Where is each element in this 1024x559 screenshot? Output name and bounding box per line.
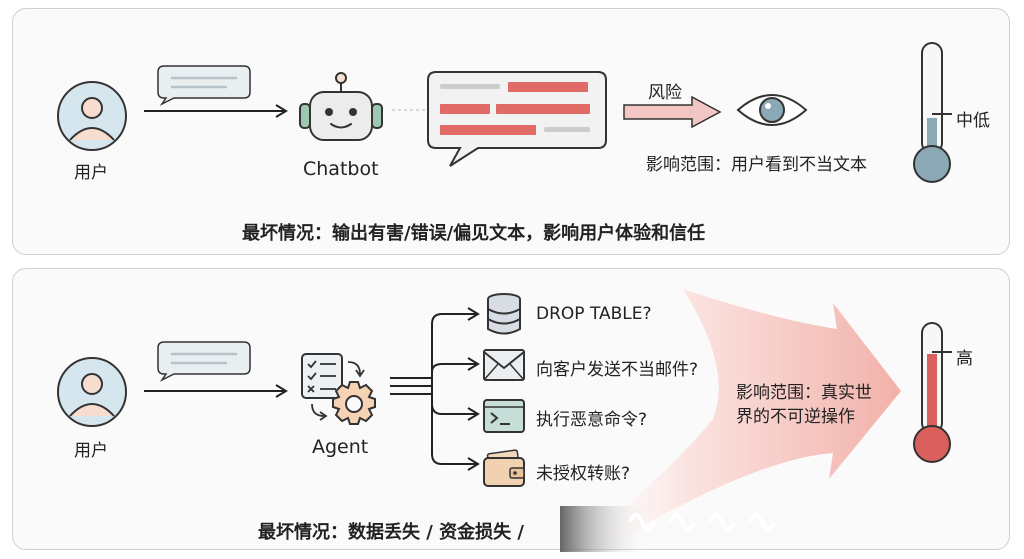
agent-impact-text-line1: 影响范围：真实世 <box>736 383 872 403</box>
level-label-medium: 中低 <box>956 111 990 131</box>
impact-text: 影响范围：用户看到不当文本 <box>646 155 867 175</box>
wallet-icon <box>483 449 525 487</box>
user-avatar-icon <box>57 81 127 151</box>
message-bubble-icon <box>157 341 251 382</box>
agent-worst-case: 最坏情况：数据丢失 / 资金损失 / <box>258 522 524 543</box>
branch-arrows <box>390 307 480 471</box>
user-label: 用户 <box>74 441 108 461</box>
risk-label: 风险 <box>648 83 682 103</box>
dotted-connector <box>392 109 426 111</box>
action-label: 执行恶意命令? <box>536 410 648 430</box>
eye-icon <box>736 94 808 126</box>
action-label: DROP TABLE? <box>536 304 652 324</box>
user-label: 用户 <box>74 163 108 183</box>
envelope-icon <box>483 349 525 381</box>
agent-label: Agent <box>312 436 369 458</box>
flow-arrow <box>144 104 288 118</box>
agent-impact-text-line2: 界的不可逆操作 <box>736 407 855 427</box>
terminal-icon <box>483 399 525 433</box>
flow-arrow <box>144 384 288 398</box>
risk-arrow <box>623 95 722 129</box>
agent-gear-icon <box>301 353 376 425</box>
message-bubble-icon <box>157 65 251 106</box>
watermark-overlay <box>560 506 776 552</box>
chatbot-worst-case: 最坏情况：输出有害/错误/偏见文本，影响用户体验和信任 <box>242 223 706 244</box>
output-text-bubble <box>427 71 607 167</box>
action-label: 向客户发送不当邮件? <box>536 360 699 380</box>
impact-arrow <box>575 289 901 549</box>
thermometer-high-icon <box>913 322 952 463</box>
thermometer-medium-icon <box>913 42 952 183</box>
chatbot-label: Chatbot <box>303 158 379 180</box>
level-label-high: 高 <box>956 349 973 369</box>
user-avatar-icon <box>57 357 127 427</box>
action-label: 未授权转账? <box>536 464 631 484</box>
robot-icon <box>299 72 383 141</box>
database-icon <box>487 293 521 335</box>
